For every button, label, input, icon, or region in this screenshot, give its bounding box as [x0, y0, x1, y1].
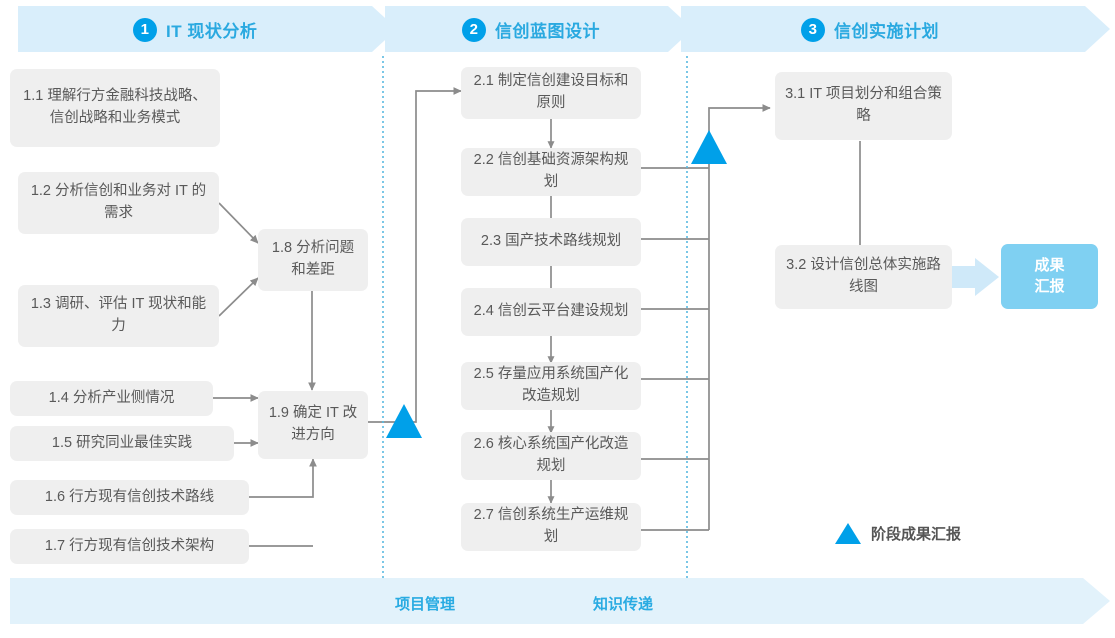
legend-milestone: 阶段成果汇报 [835, 523, 961, 544]
phase-1-title: IT 现状分析 [166, 22, 258, 41]
node-2-7[interactable]: 2.7 信创系统生产运维规划 [461, 503, 641, 551]
phase-1-number: 1 [133, 17, 157, 42]
footer-banner-shape [10, 578, 1110, 624]
node-1-5[interactable]: 1.5 研究同业最佳实践 [10, 426, 234, 461]
node-2-5[interactable]: 2.5 存量应用系统国产化改造规划 [461, 362, 641, 410]
node-1-7[interactable]: 1.7 行方现有信创技术架构 [10, 529, 249, 564]
triangle-icon [835, 523, 861, 544]
footer-label-2: 知识传递 [593, 596, 654, 613]
phase-3-title: 信创实施计划 [834, 22, 939, 41]
node-2-1[interactable]: 2.1 制定信创建设目标和原则 [461, 67, 641, 119]
node-1-1[interactable]: 1.1 理解行方金融科技战略、信创战略和业务模式 [10, 69, 220, 147]
phase-2-number: 2 [462, 17, 486, 42]
node-2-4[interactable]: 2.4 信创云平台建设规划 [461, 288, 641, 336]
node-1-2[interactable]: 1.2 分析信创和业务对 IT 的需求 [18, 172, 219, 234]
node-1-4[interactable]: 1.4 分析产业侧情况 [10, 381, 213, 416]
phase-1-label: 1 IT 现状分析 [133, 17, 257, 42]
node-3-2[interactable]: 3.2 设计信创总体实施路线图 [775, 245, 952, 309]
phase-3-label: 3 信创实施计划 [801, 17, 939, 42]
milestone-triangle-stage2 [691, 130, 727, 164]
phase-2-label: 2 信创蓝图设计 [462, 17, 600, 42]
node-3-1[interactable]: 3.1 IT 项目划分和组合策略 [775, 72, 952, 140]
node-2-3[interactable]: 2.3 国产技术路线规划 [461, 218, 641, 266]
node-1-8[interactable]: 1.8 分析问题和差距 [258, 229, 368, 291]
phase-banner [0, 6, 1115, 52]
phase-banner-shape [18, 6, 1110, 52]
result-line-2: 汇报 [1034, 277, 1065, 295]
result-line-1: 成果 [1034, 257, 1065, 275]
node-2-2[interactable]: 2.2 信创基础资源架构规划 [461, 148, 641, 196]
result-badge[interactable]: 成果 汇报 [1001, 244, 1098, 309]
node-1-3[interactable]: 1.3 调研、评估 IT 现状和能力 [18, 285, 219, 347]
footer-banner [0, 578, 1115, 624]
phase-2-title: 信创蓝图设计 [495, 22, 600, 41]
node-1-9[interactable]: 1.9 确定 IT 改进方向 [258, 391, 368, 459]
legend-label: 阶段成果汇报 [871, 526, 962, 543]
footer-label-1: 项目管理 [395, 596, 456, 613]
milestone-triangle-stage1 [386, 404, 422, 438]
node-2-6[interactable]: 2.6 核心系统国产化改造规划 [461, 432, 641, 480]
phase-3-number: 3 [801, 17, 825, 42]
node-1-6[interactable]: 1.6 行方现有信创技术路线 [10, 480, 249, 515]
